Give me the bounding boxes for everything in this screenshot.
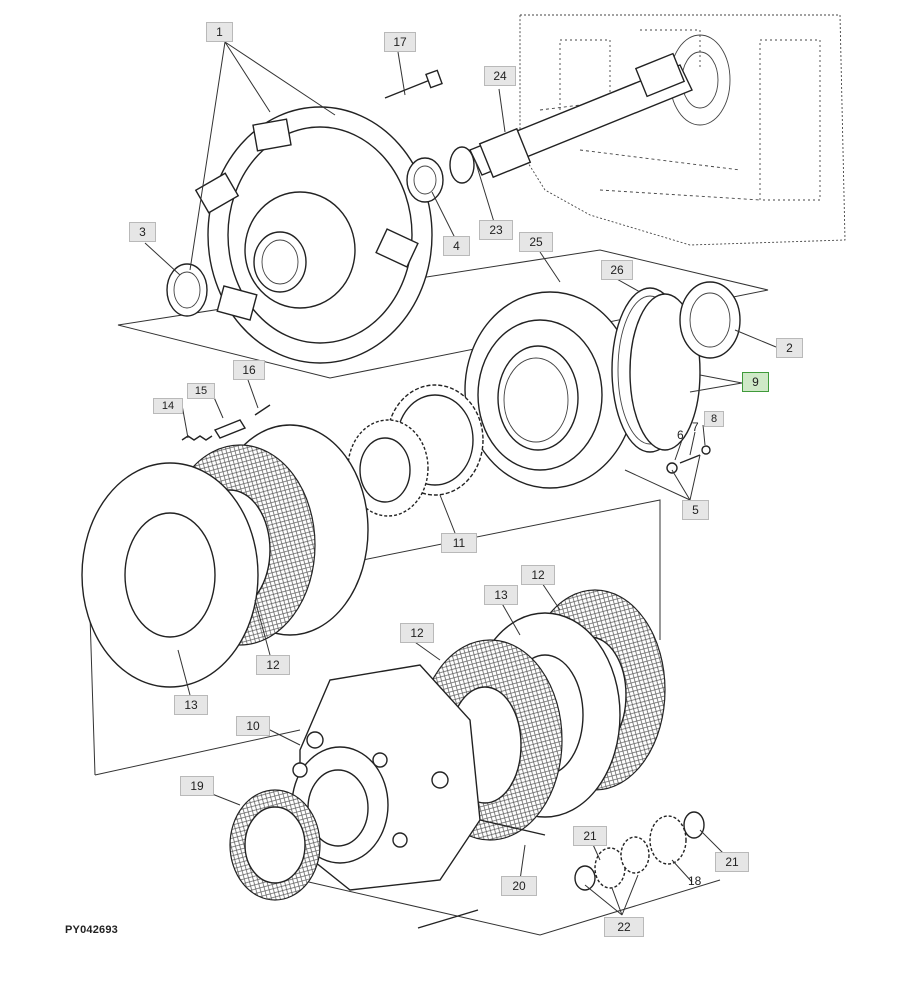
part-25-piston-housing: [464, 291, 636, 489]
callout-21-right[interactable]: 21: [715, 852, 749, 872]
part-1-hub: [194, 106, 433, 364]
part-24-shaft: [449, 52, 693, 184]
callout-17[interactable]: 17: [384, 32, 416, 52]
callout-11[interactable]: 11: [441, 533, 477, 553]
callout-18[interactable]: 18: [688, 874, 702, 888]
parts-14-16: [181, 404, 271, 441]
clutch-pack-upper: [81, 424, 369, 688]
leader-lines: [144, 41, 777, 916]
callout-2[interactable]: 2: [776, 338, 803, 358]
callout-21-left[interactable]: 21: [573, 826, 607, 846]
callout-8[interactable]: 8: [704, 411, 724, 427]
callout-12-upper[interactable]: 12: [256, 655, 290, 675]
transmission-housing: [519, 14, 846, 246]
callout-10[interactable]: 10: [236, 716, 270, 736]
callout-13-upper[interactable]: 13: [174, 695, 208, 715]
callout-22[interactable]: 22: [604, 917, 644, 937]
callout-7[interactable]: 7: [692, 420, 699, 434]
parts-5-8-pins: [666, 445, 711, 474]
callout-6[interactable]: 6: [677, 428, 684, 442]
callout-5[interactable]: 5: [682, 500, 709, 520]
callout-16[interactable]: 16: [233, 360, 265, 380]
callout-12-lower[interactable]: 12: [400, 623, 434, 643]
callout-3[interactable]: 3: [129, 222, 156, 242]
part-2-seal: [679, 281, 741, 359]
callout-25[interactable]: 25: [519, 232, 553, 252]
callout-14[interactable]: 14: [153, 398, 183, 414]
figure-id: PY042693: [65, 924, 118, 936]
clutch-pack-lower: [417, 589, 666, 841]
callout-15[interactable]: 15: [187, 383, 215, 399]
callout-24[interactable]: 24: [484, 66, 516, 86]
parts-18-22-pinions: [417, 811, 705, 929]
part-3-ring: [166, 263, 208, 317]
callout-12-right[interactable]: 12: [521, 565, 555, 585]
callout-19[interactable]: 19: [180, 776, 214, 796]
callout-4[interactable]: 4: [443, 236, 470, 256]
part-19-thrust-washer: [229, 789, 321, 901]
callout-26[interactable]: 26: [601, 260, 633, 280]
callout-9[interactable]: 9: [742, 372, 769, 392]
callout-23[interactable]: 23: [479, 220, 513, 240]
callout-13-lower[interactable]: 13: [484, 585, 518, 605]
callout-1[interactable]: 1: [206, 22, 233, 42]
part-4-bushing: [406, 157, 444, 203]
callout-20[interactable]: 20: [501, 876, 537, 896]
part-11-gear: [347, 384, 484, 517]
part-17-bolt: [384, 69, 443, 99]
